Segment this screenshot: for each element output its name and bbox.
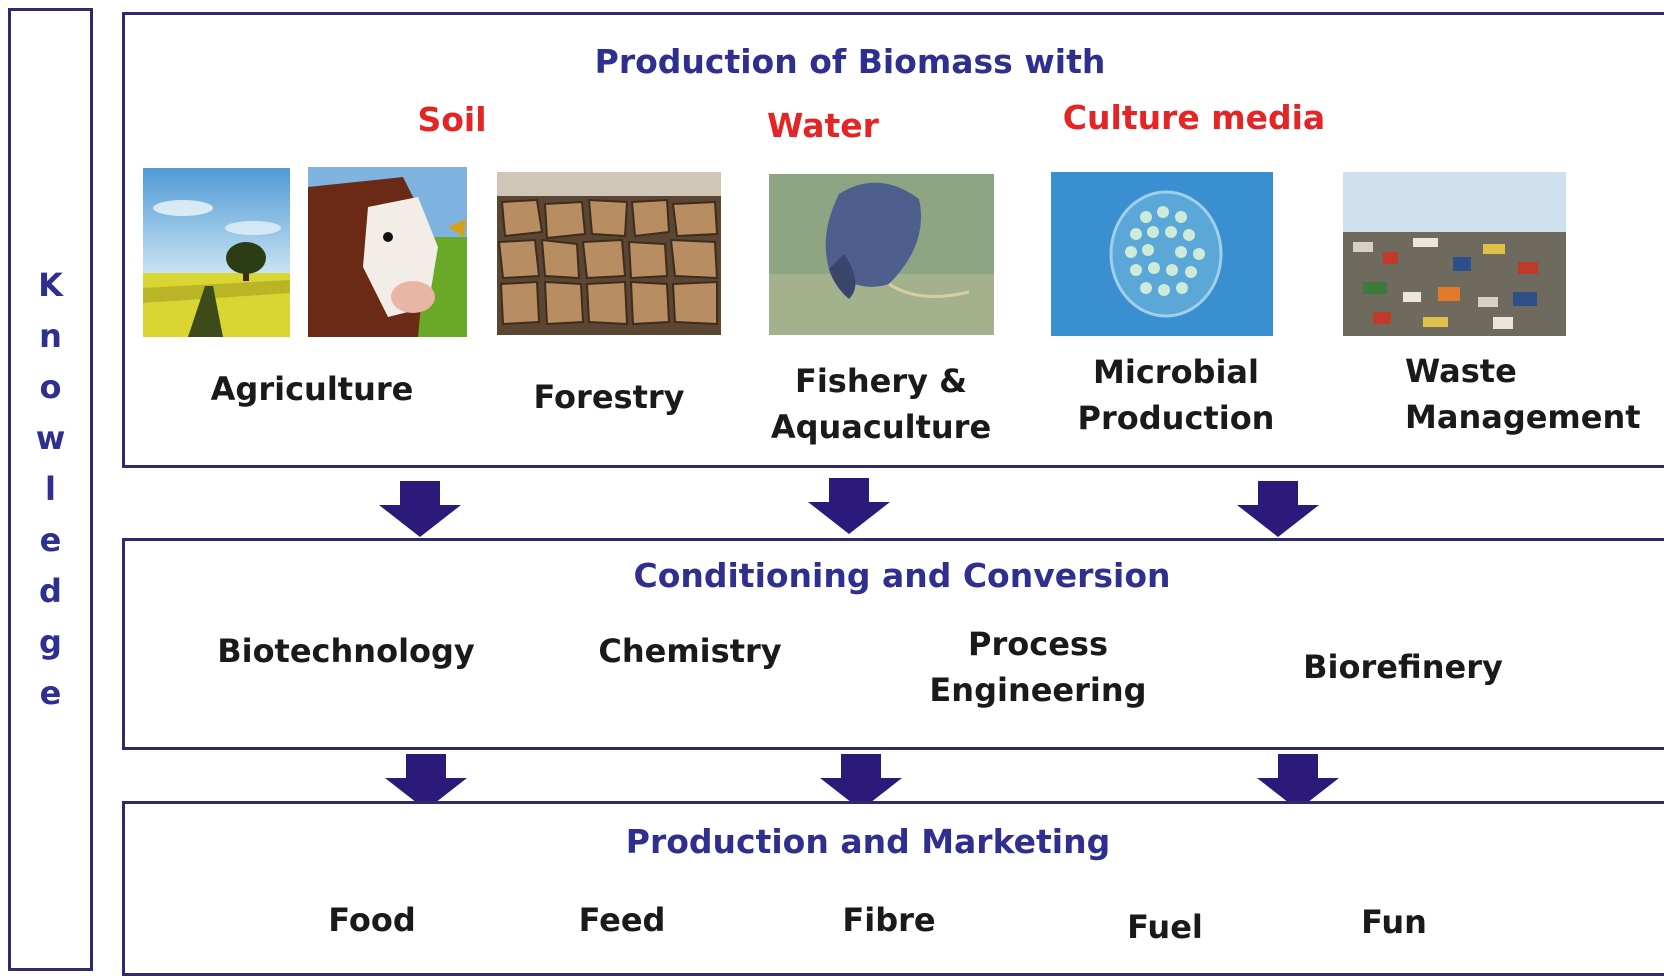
knowledge-letter: e <box>39 674 62 712</box>
field-photo <box>143 168 290 337</box>
marketing-box <box>122 801 1664 976</box>
marketing-fuel: Fuel <box>1127 908 1203 946</box>
fish-photo <box>769 174 994 335</box>
conversion-biotechnology: Biotechnology <box>217 632 475 670</box>
down-arrow <box>379 481 461 537</box>
conversion-box <box>122 538 1664 750</box>
knowledge-letter: w <box>35 419 66 457</box>
marketing-feed: Feed <box>578 901 666 939</box>
marketing-title: Production and Marketing <box>625 822 1111 861</box>
down-arrow <box>1257 754 1339 810</box>
knowledge-letter: d <box>39 572 62 610</box>
production-title: Production of Biomass with <box>594 42 1106 81</box>
marketing-fun: Fun <box>1361 903 1427 941</box>
down-arrow <box>385 754 467 810</box>
down-arrow <box>1237 481 1319 537</box>
knowledge-letter: g <box>39 623 62 661</box>
conversion-biorefinery: Biorefinery <box>1303 648 1503 686</box>
cow-photo <box>308 167 467 337</box>
category-microbial-production: Microbial Production <box>1077 353 1275 437</box>
knowledge-letter: e <box>39 521 62 559</box>
category-fishery-aquaculture: Fishery & Aquaculture <box>770 362 992 446</box>
firewood-photo <box>497 172 721 335</box>
conversion-title: Conditioning and Conversion <box>633 556 1171 595</box>
knowledge-letter: o <box>39 368 62 406</box>
knowledge-letter: n <box>39 317 62 355</box>
marketing-fibre: Fibre <box>842 901 936 939</box>
marketing-food: Food <box>328 901 416 939</box>
down-arrow <box>820 754 902 810</box>
category-agriculture: Agriculture <box>210 370 414 408</box>
knowledge-letter: K <box>38 266 63 304</box>
microbe-photo <box>1051 172 1273 336</box>
knowledge-bar: K n o w l e d g e <box>8 8 93 971</box>
conversion-chemistry: Chemistry <box>598 632 782 670</box>
medium-water: Water <box>767 106 879 145</box>
category-forestry: Forestry <box>533 378 685 416</box>
conversion-process-engineering: Process Engineering <box>929 625 1147 709</box>
medium-soil: Soil <box>417 100 487 139</box>
down-arrow <box>808 478 890 534</box>
medium-culture-media: Culture media <box>1062 98 1326 137</box>
knowledge-letter: l <box>45 470 56 508</box>
category-waste-management: Waste Management <box>1405 352 1641 436</box>
waste-photo <box>1343 172 1566 336</box>
